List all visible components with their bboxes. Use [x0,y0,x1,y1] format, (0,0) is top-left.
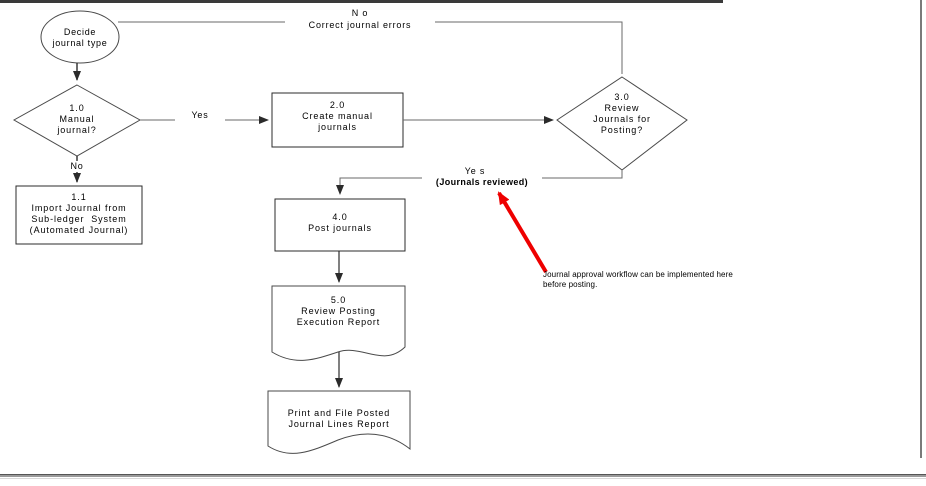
page-border-bottom-shadow [0,478,926,479]
edge-label-no-manual: No [57,161,97,172]
node-import-journal-shape [15,185,143,245]
page-border-bottom [0,474,926,477]
node-post-journals-shape [274,198,406,252]
edge-label-journals-reviewed: (Journals reviewed) [422,177,542,188]
node-create-manual-shape [271,92,404,148]
node-decision-manual-shape [12,84,142,157]
node-review-posting-shape [271,285,406,361]
edge-label-yes-reviewed: Ye s [440,166,510,177]
node-print-file-shape [267,390,411,454]
node-start-shape [40,10,120,64]
page-border-top [0,0,723,3]
annotation-text: Journal approval workflow can be impleme… [543,270,733,289]
edge-label-correct-journal-errors: Correct journal errors [285,20,435,31]
page-border-right [920,0,922,458]
annotation-arrow [497,191,548,274]
edge-label-no-top: N o [351,8,369,18]
node-decision-review-shape [556,76,688,171]
edge-label-yes-manual: Yes [175,110,225,121]
